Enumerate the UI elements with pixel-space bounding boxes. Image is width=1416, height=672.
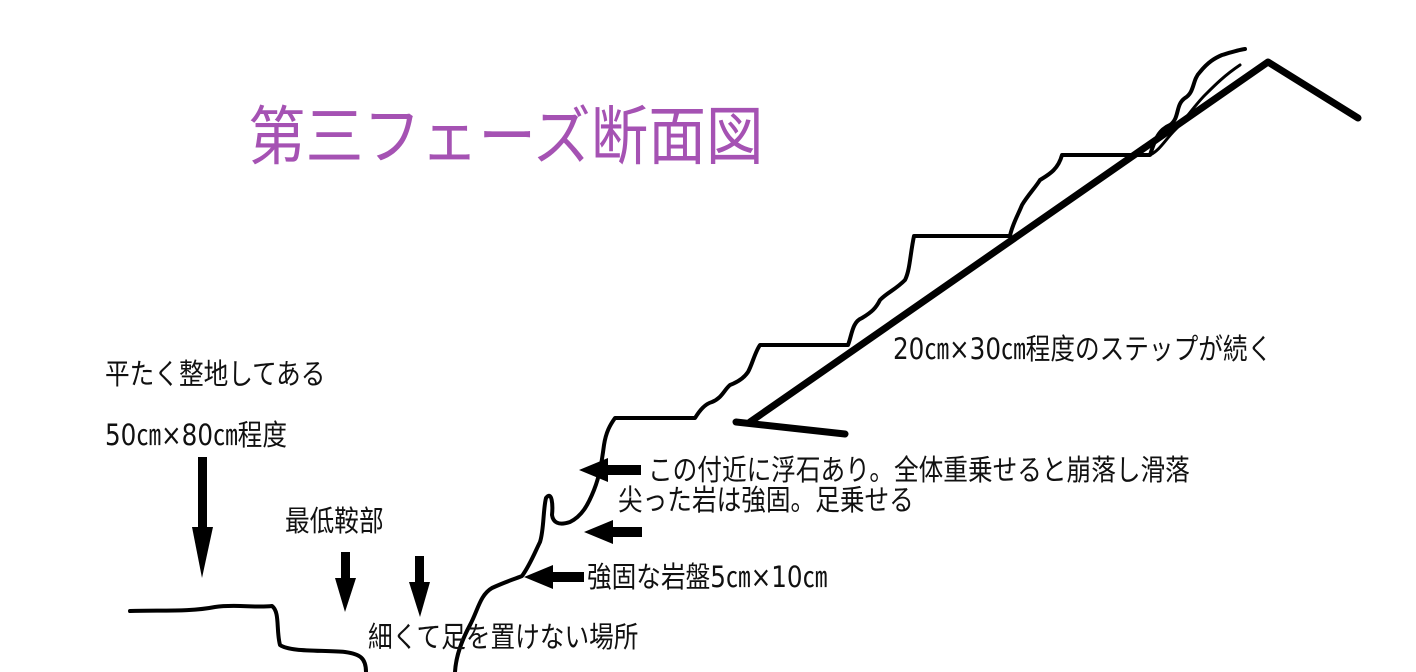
arrow-down-saddle-1 [335, 552, 356, 612]
label-steps: 20㎝×30㎝程度のステップが続く [893, 332, 1273, 366]
arrow-left-sharp-rock [584, 520, 642, 544]
label-lowest-saddle: 最低鞍部 [285, 504, 384, 538]
rock-slab-main [746, 58, 1362, 426]
arrow-down-saddle-2 [409, 556, 430, 617]
label-bedrock: 強固な岩盤5㎝×10㎝ [587, 560, 828, 594]
label-loose-rock: この付近に浮石あり。全体重乗せると崩落し滑落 [648, 453, 1190, 487]
label-flat: 平たく整地してある [105, 357, 326, 391]
label-narrow: 細くて足を置けない場所 [368, 620, 639, 654]
rock-slab-base [732, 418, 849, 438]
arrow-left-bedrock [524, 565, 584, 589]
ground-profile-ridge [453, 47, 1247, 672]
label-flat-size: 50㎝×80㎝程度 [105, 418, 287, 452]
arrow-left-loose-rock [579, 458, 641, 482]
ground-profile-left [128, 603, 368, 672]
label-sharp-rock: 尖った岩は強固。足乗せる [618, 483, 914, 517]
arrow-down-flat [192, 457, 213, 578]
diagram-title: 第三フェーズ断面図 [248, 101, 764, 175]
